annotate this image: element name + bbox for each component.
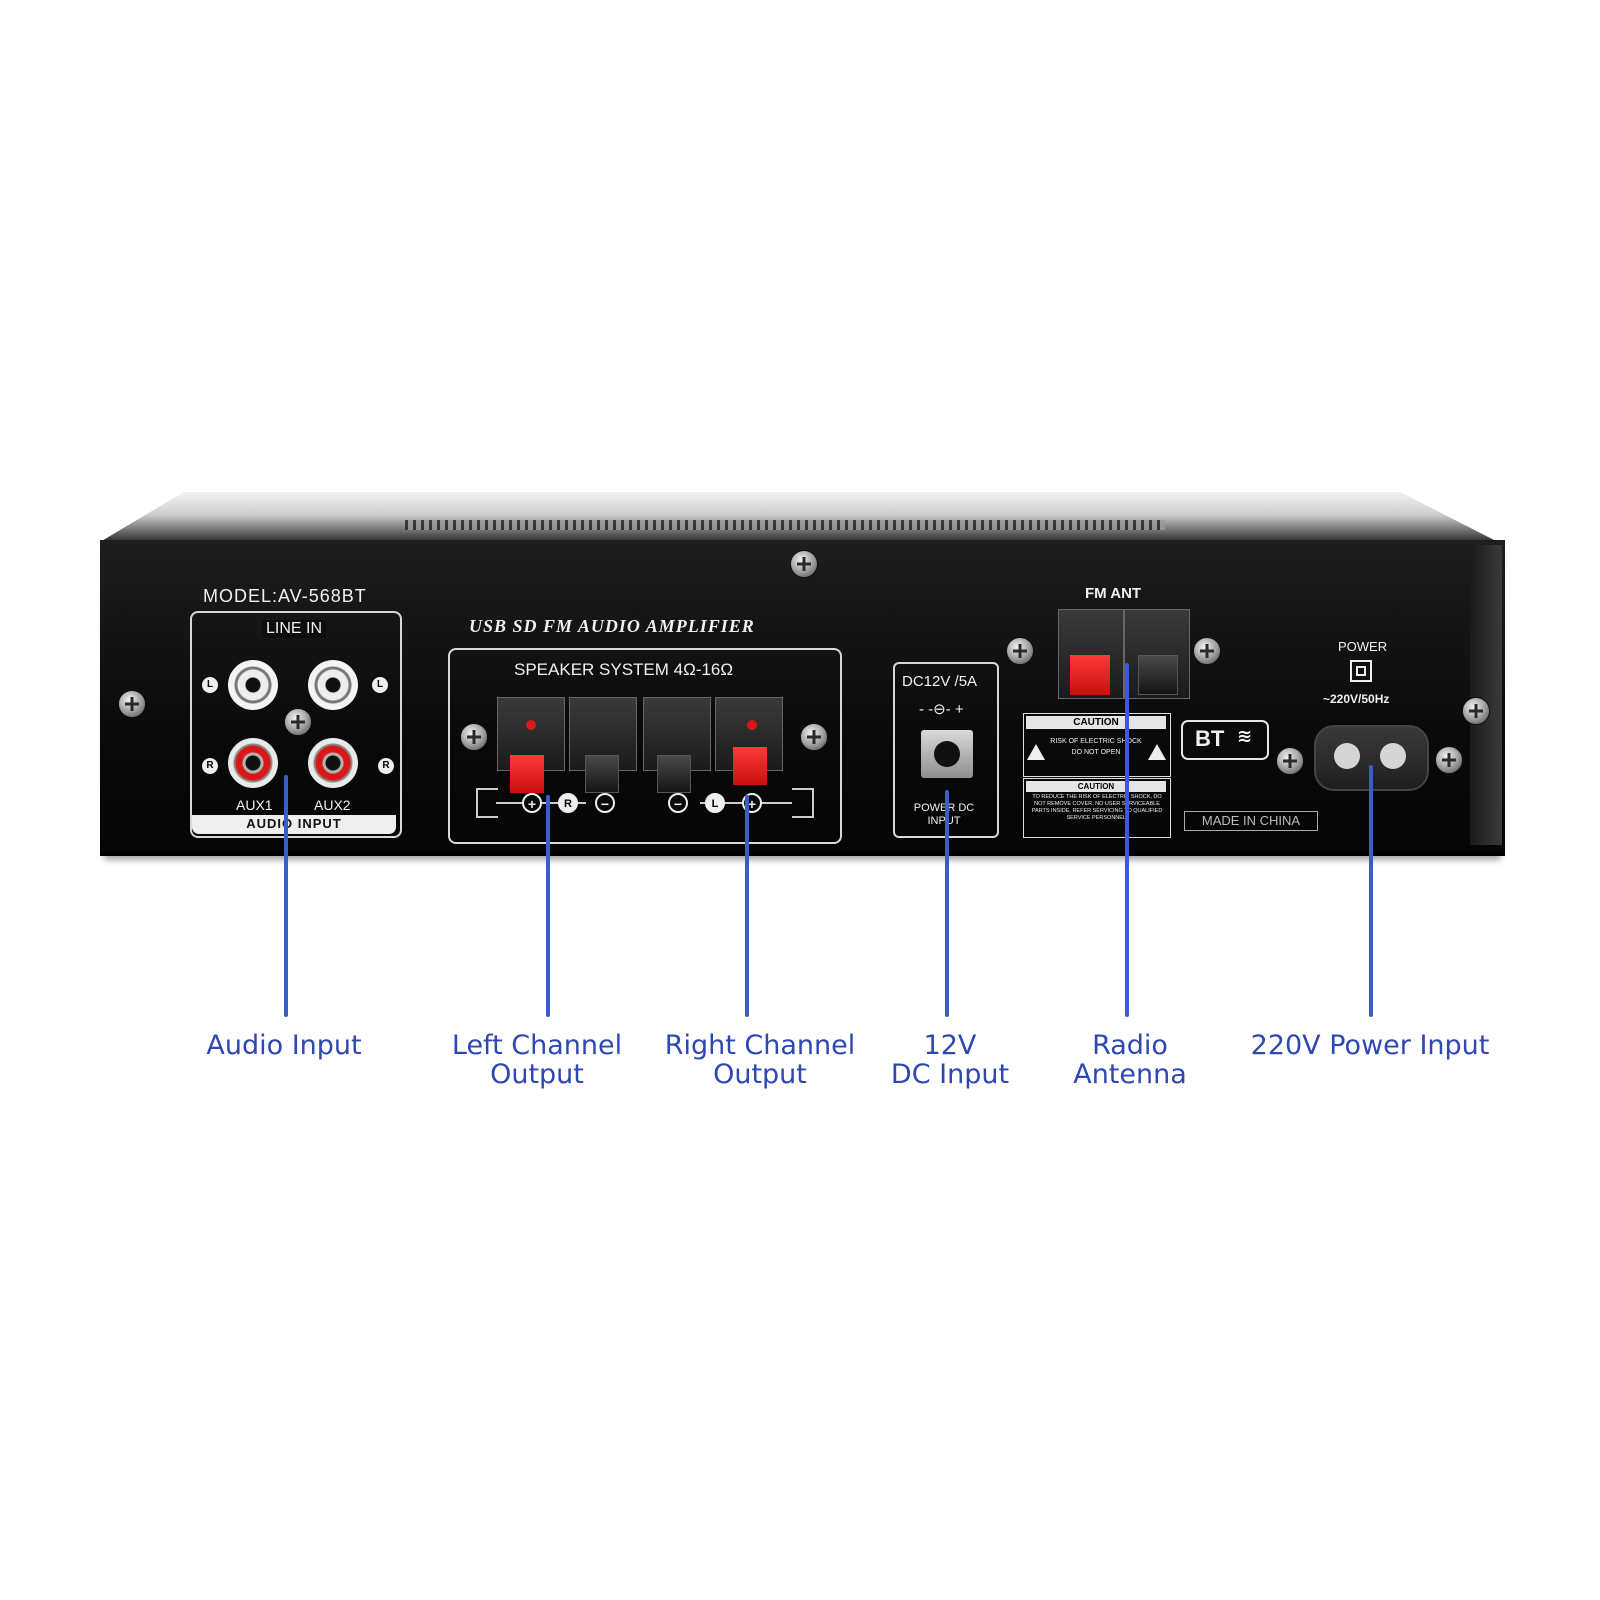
channel-r-marker: R: [558, 793, 578, 813]
inner-square: [1356, 666, 1366, 676]
speaker-system-label: SPEAKER SYSTEM 4Ω-16Ω: [514, 660, 734, 679]
caution-title-2: CAUTION: [1026, 781, 1166, 792]
channel-l-marker: L: [372, 677, 388, 693]
dc-jack-hole: [934, 741, 960, 767]
dc-rating-label: DC12V /5A: [902, 673, 978, 690]
line-in-box: [190, 611, 402, 838]
aux2-label: AUX2: [314, 797, 351, 813]
channel-r-marker: R: [202, 758, 218, 774]
warning-icon: [1148, 744, 1166, 760]
callout-line-power-input: [1369, 765, 1373, 1017]
speaker-box: [448, 648, 842, 844]
amplifier-side: [1470, 545, 1502, 845]
screw-icon: [1006, 637, 1034, 665]
callout-line-radio-antenna: [1125, 663, 1129, 1017]
callout-right-channel-line2: Output: [713, 1059, 807, 1090]
speaker-terminal-right-positive[interactable]: [715, 697, 783, 771]
black-clip-right[interactable]: [657, 755, 691, 793]
rca-jack-aux2-left[interactable]: [308, 660, 358, 710]
dc-polarity-label: - -⊖- +: [919, 701, 964, 718]
channel-r-marker: R: [378, 758, 394, 774]
socket-pin-icon: [1334, 743, 1360, 769]
screw-icon: [1276, 747, 1304, 775]
callout-right-channel-line1: Right Channel: [664, 1030, 856, 1061]
minus-icon: −: [595, 793, 615, 813]
callout-power-input: 220V Power Input: [1250, 1030, 1490, 1061]
caution-sticker-top: [1023, 713, 1171, 777]
callout-line-audio-input: [284, 775, 288, 1017]
bt-label: BT: [1195, 726, 1225, 751]
amplifier-title: USB SD FM AUDIO AMPLIFIER: [469, 616, 755, 636]
callout-audio-input: Audio Input: [206, 1030, 362, 1061]
audio-input-panel-label: AUDIO INPUT: [246, 816, 342, 831]
model-label: MODEL:AV-568BT: [203, 586, 367, 606]
made-in-label: MADE IN CHINA: [1184, 811, 1318, 831]
bluetooth-logo: BT ≋: [1181, 720, 1269, 760]
black-clip-antenna[interactable]: [1138, 655, 1178, 695]
ventilation-slots: [405, 520, 1165, 530]
socket-pin-icon: [1380, 743, 1406, 769]
red-clip-antenna[interactable]: [1070, 655, 1110, 695]
warning-icon: [1027, 744, 1045, 760]
speaker-icon: [792, 788, 814, 818]
line-in-label: LINE IN: [262, 620, 327, 638]
screw-icon: [1462, 697, 1490, 725]
caution-body: TO REDUCE THE RISK OF ELECTRIC SHOCK, DO…: [1031, 794, 1163, 821]
double-insulation-icon: [1350, 660, 1372, 682]
callout-left-channel-line1: Left Channel: [451, 1030, 623, 1061]
callout-radio-antenna-line1: Radio: [1092, 1030, 1168, 1061]
screw-icon: [460, 723, 488, 751]
callout-line-dc-input: [945, 790, 949, 1017]
rca-jack-aux1-left[interactable]: [228, 660, 278, 710]
callout-line-left-channel: [546, 795, 550, 1017]
callout-dc-input-line1: 12V: [923, 1030, 977, 1061]
power-label: POWER: [1338, 639, 1388, 654]
callout-left-channel-line2: Output: [490, 1059, 584, 1090]
channel-l-marker: L: [705, 793, 725, 813]
screw-icon: [1193, 637, 1221, 665]
wireless-icon: ≋: [1237, 726, 1253, 747]
screw-icon: [1435, 746, 1463, 774]
caution-title: CAUTION: [1026, 716, 1166, 729]
dc-jack-icon[interactable]: [921, 730, 973, 778]
screw-icon: [800, 723, 828, 751]
plus-icon: +: [522, 793, 542, 813]
red-clip-left[interactable]: [510, 755, 544, 793]
callout-line-right-channel: [745, 795, 749, 1017]
red-clip-right[interactable]: [733, 747, 767, 785]
ac-power-socket-icon[interactable]: [1314, 725, 1429, 791]
terminal-hole: [526, 720, 536, 730]
speaker-icon: [476, 788, 498, 818]
callout-dc-input-line2: DC Input: [890, 1059, 1010, 1090]
callout-radio-antenna-line2: Antenna: [1073, 1059, 1187, 1090]
ac-rating-label: ~220V/50Hz: [1323, 692, 1390, 706]
rca-jack-aux2-right[interactable]: [308, 738, 358, 788]
caution-subtext: RISK OF ELECTRIC SHOCK DO NOT OPEN: [1050, 738, 1142, 756]
screw-icon: [118, 690, 146, 718]
aux1-label: AUX1: [236, 797, 273, 813]
channel-l-marker: L: [202, 677, 218, 693]
minus-icon: −: [668, 793, 688, 813]
black-clip-left[interactable]: [585, 755, 619, 793]
amplifier-top-cover: [100, 492, 1498, 542]
terminal-hole: [747, 720, 757, 730]
screw-icon: [790, 550, 818, 578]
screw-icon: [284, 708, 312, 736]
audio-input-strip: [192, 815, 396, 834]
rca-jack-aux1-right[interactable]: [228, 738, 278, 788]
fm-ant-label: FM ANT: [1085, 585, 1142, 602]
power-dc-input-label: POWER DC INPUT: [913, 802, 975, 827]
caution-sticker-bottom: [1023, 778, 1171, 838]
